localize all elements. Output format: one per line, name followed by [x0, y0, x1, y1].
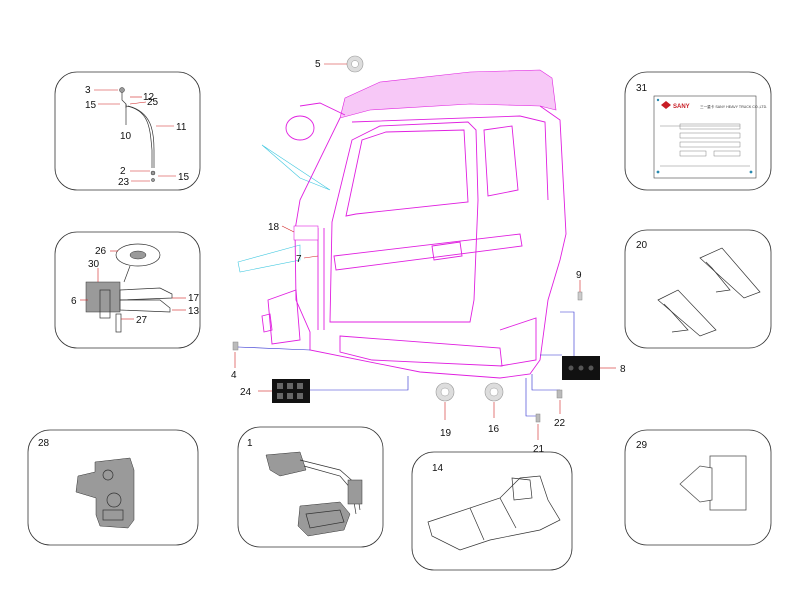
- door-window: [345, 129, 469, 217]
- detail-box-door-lock: 28: [27, 429, 199, 546]
- nameplate-fields: [656, 98, 753, 174]
- callout-2: 2: [120, 166, 126, 177]
- callout-25: 25: [147, 97, 159, 108]
- detail-box-floor-panel: 14: [411, 451, 573, 571]
- callout-23: 23: [118, 177, 130, 188]
- callout-28: 28: [38, 438, 50, 449]
- callout-15-bottom: 15: [178, 172, 190, 183]
- door-handle-recess: [431, 241, 463, 261]
- sany-logo-icon: [661, 101, 671, 109]
- callout-16: 16: [488, 424, 500, 435]
- callout-26: 26: [95, 246, 107, 257]
- nameplate-plate: [653, 95, 757, 179]
- callout-9: 9: [576, 270, 582, 281]
- callout-20: 20: [636, 240, 648, 251]
- center-callouts: 5 18 7 9 8 4 24: [231, 55, 626, 455]
- callout-8: 8: [620, 364, 626, 375]
- glass-reflection-upper: [261, 144, 331, 191]
- callout-11: 11: [176, 122, 187, 133]
- callout-14: 14: [432, 463, 444, 474]
- callout-4: 4: [231, 370, 237, 381]
- callout-24: 24: [240, 387, 252, 398]
- roof-spoiler: [339, 69, 557, 119]
- callout-5: 5: [315, 59, 321, 70]
- callout-29: 29: [636, 440, 648, 451]
- callout-21: 21: [533, 444, 545, 455]
- detail-box-door-handle: 1: [237, 426, 384, 548]
- detail-box-brackets: 20: [624, 229, 772, 349]
- callout-1: 1: [247, 438, 253, 449]
- detail-box-plug: 29: [624, 429, 772, 546]
- switch-panel-24: [272, 379, 310, 403]
- detail-box-nameplate: 31 SANY 三一重卡 SANY HEAVY TRUCK CO.,LTD.: [624, 71, 772, 191]
- callout-17: 17: [188, 293, 200, 304]
- nameplate-brand: SANY: [673, 104, 690, 110]
- callout-30: 30: [88, 259, 100, 270]
- glass-reflection-lower: [237, 244, 301, 273]
- callout-18: 18: [268, 222, 280, 233]
- callout-31: 31: [636, 83, 648, 94]
- callout-27: 27: [136, 315, 148, 326]
- nameplate-company: 三一重卡 SANY HEAVY TRUCK CO.,LTD.: [700, 104, 767, 109]
- callout-22: 22: [554, 418, 566, 429]
- truck-cab: [237, 69, 567, 379]
- plug-flange: [709, 455, 747, 511]
- callout-6: 6: [71, 296, 77, 307]
- plug-cone: [679, 465, 713, 503]
- callout-13: 13: [188, 306, 200, 317]
- callout-19: 19: [440, 428, 452, 439]
- callout-12: 12: [143, 92, 155, 103]
- callout-10: 10: [120, 131, 132, 142]
- cab-door: [329, 121, 479, 323]
- callout-7: 7: [296, 254, 302, 265]
- detail-box-steering-pedal: 26 30 6 17 13 27: [54, 231, 201, 349]
- detail-box-cable-assembly: 3 12 15 25 10 11 2 15 23: [54, 71, 201, 191]
- callout-15-top: 15: [85, 100, 97, 111]
- callout-3: 3: [85, 85, 91, 96]
